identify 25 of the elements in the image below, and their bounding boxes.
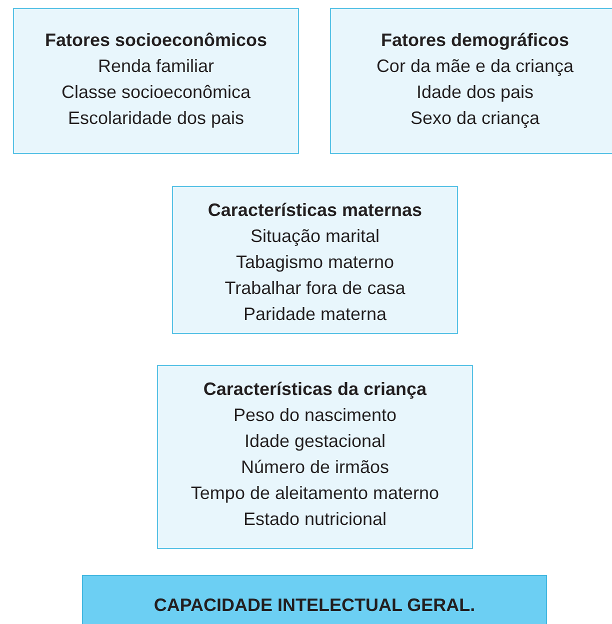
factor-item: Peso do nascimento	[233, 404, 397, 427]
factor-box	[172, 186, 458, 334]
box-heading: CAPACIDADE INTELECTUAL GERAL.	[154, 594, 476, 617]
result-box	[82, 575, 547, 624]
factor-item: Classe socioeconômica	[61, 81, 251, 104]
factor-item: Idade gestacional	[244, 430, 386, 453]
box-heading: Características maternas	[208, 199, 422, 222]
box-heading: Fatores demográficos	[380, 29, 570, 52]
factor-item: Escolaridade dos pais	[68, 107, 244, 130]
factor-item: Sexo da criança	[410, 107, 540, 130]
box-heading: Características da criança	[203, 378, 427, 401]
factor-box	[157, 365, 473, 549]
factor-box	[13, 8, 299, 154]
box-heading: Fatores socioeconômicos	[44, 29, 268, 52]
factor-item: Renda familiar	[98, 55, 214, 78]
factor-item: Idade dos pais	[416, 81, 534, 104]
factor-box	[330, 8, 612, 154]
factor-item: Número de irmãos	[240, 456, 390, 479]
factor-item: Tabagismo materno	[236, 251, 394, 274]
factor-item: Tempo de aleitamento materno	[190, 482, 440, 505]
factor-item: Estado nutricional	[243, 508, 387, 531]
factor-item: Situação marital	[250, 225, 380, 248]
factor-item: Trabalhar fora de casa	[224, 277, 406, 300]
factor-item: Paridade materna	[243, 303, 387, 326]
factor-item: Cor da mãe e da criança	[376, 55, 574, 78]
